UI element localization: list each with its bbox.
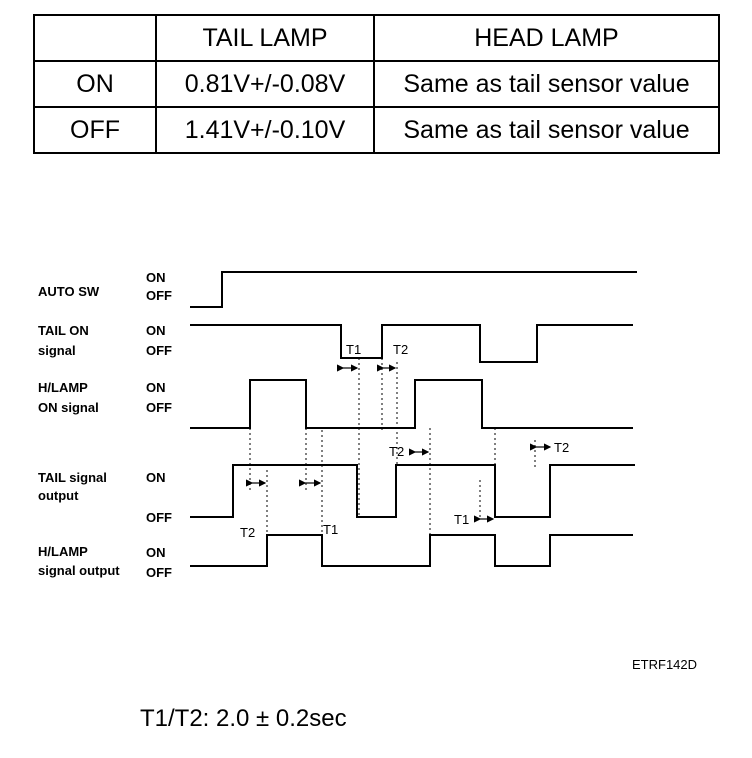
hlamp-out-off: OFF	[146, 565, 172, 580]
figure-code: ETRF142D	[632, 657, 698, 672]
header-cell-tail-lamp: TAIL LAMP	[155, 14, 375, 62]
hlamp-on-label-line2: ON signal	[38, 400, 99, 415]
hlamp-out-label-line2: signal output	[38, 563, 120, 578]
table-row: OFF 1.41V+/-0.10V Same as tail sensor va…	[33, 106, 720, 154]
hlamp-on-on: ON	[146, 380, 166, 395]
spec-table: TAIL LAMP HEAD LAMP ON 0.81V+/-0.08V Sam…	[33, 14, 720, 154]
row-label: OFF	[33, 106, 157, 154]
tail-out-off: OFF	[146, 510, 172, 525]
tail-out-label-line2: output	[38, 488, 79, 503]
t1-label: T1	[346, 342, 361, 357]
tail-on-waveform	[190, 324, 633, 363]
table-row: ON 0.81V+/-0.08V Same as tail sensor val…	[33, 60, 720, 108]
row-label: ON	[33, 60, 157, 108]
head-value: Same as tail sensor value	[373, 60, 720, 108]
t1-label: T1	[323, 522, 338, 537]
head-value: Same as tail sensor value	[373, 106, 720, 154]
hlamp-on-label-line1: H/LAMP	[38, 380, 88, 395]
tail-out-label-line1: TAIL signal	[38, 470, 107, 485]
auto-sw-label: AUTO SW	[38, 284, 100, 299]
auto-sw-on: ON	[146, 270, 166, 285]
tail-on-label-line1: TAIL ON	[38, 323, 89, 338]
hlamp-on-off: OFF	[146, 400, 172, 415]
header-cell-empty	[33, 14, 157, 62]
hlamp-on-waveform	[190, 379, 633, 429]
t2-label: T2	[554, 440, 569, 455]
hlamp-out-on: ON	[146, 545, 166, 560]
timing-formula: T1/T2: 2.0 ± 0.2sec	[140, 705, 347, 732]
t1-label: T1	[454, 512, 469, 527]
tail-value: 0.81V+/-0.08V	[155, 60, 375, 108]
auto-sw-waveform	[190, 271, 637, 308]
hlamp-out-label-line1: H/LAMP	[38, 544, 88, 559]
tail-on-label-line2: signal	[38, 343, 76, 358]
hlamp-out-waveform	[190, 534, 633, 567]
tail-out-waveform	[190, 464, 635, 518]
header-cell-head-lamp: HEAD LAMP	[373, 14, 720, 62]
t2-label: T2	[389, 444, 404, 459]
t2-label: T2	[240, 525, 255, 540]
tail-on-off: OFF	[146, 343, 172, 358]
tail-out-on: ON	[146, 470, 166, 485]
auto-sw-off: OFF	[146, 288, 172, 303]
table-header-row: TAIL LAMP HEAD LAMP	[33, 14, 720, 62]
tail-on-on: ON	[146, 323, 166, 338]
t2-label: T2	[393, 342, 408, 357]
tail-value: 1.41V+/-0.10V	[155, 106, 375, 154]
